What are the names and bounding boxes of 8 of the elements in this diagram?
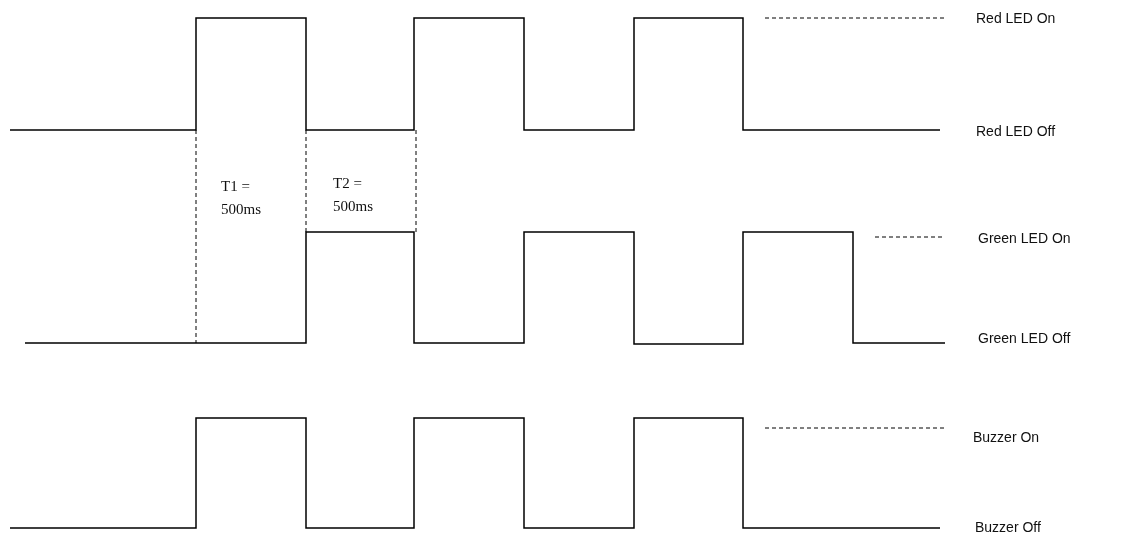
signal-state-label: Green LED On: [978, 228, 1071, 248]
signal-state-label: Buzzer On: [973, 427, 1040, 447]
signal-state-label: Red LED Off: [976, 121, 1056, 141]
signal-state-label: Buzzer Off: [975, 517, 1041, 537]
timing-annotation: T2 = 500ms: [333, 173, 374, 215]
signal-state-label: Green LED Off: [978, 328, 1071, 348]
signal-state-label: Red LED On: [976, 8, 1056, 28]
timing-annotation: T1 = 500ms: [221, 176, 262, 218]
